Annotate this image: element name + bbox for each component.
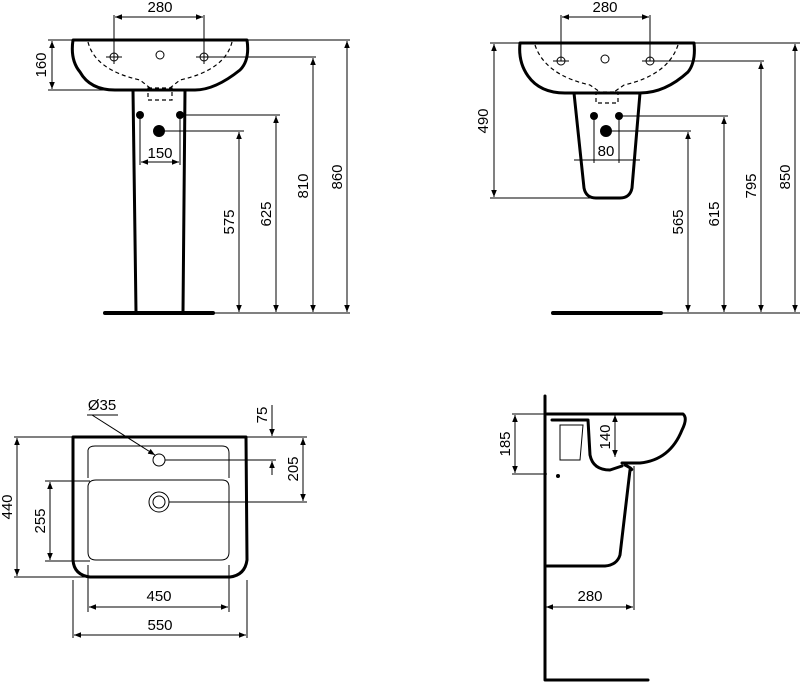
dim-bowl-depth: 255	[32, 508, 49, 533]
plan-view: Ø35 75 205 440 255 450 550	[0, 397, 307, 638]
dim-width: 550	[147, 617, 172, 634]
dim-tap-spacing: 280	[147, 0, 172, 16]
dim-overall-height: 185	[497, 431, 514, 456]
dim-waste-height-2: 565	[670, 209, 687, 234]
dim-tap-offset: 75	[254, 407, 271, 424]
dim-tap-hole: Ø35	[88, 397, 116, 414]
dim-supply-spacing-2: 80	[598, 143, 615, 160]
side-view: 185 140 280	[497, 394, 687, 682]
dim-tap-spacing-2: 280	[592, 0, 617, 16]
dim-tap-height-2: 795	[743, 173, 760, 198]
semi-pedestal-front-view: 280 80 490 565 615 795 850	[475, 0, 800, 315]
dim-basin-height: 160	[33, 52, 50, 77]
dim-rim-height-2: 850	[777, 164, 794, 189]
dim-supply-spacing: 150	[147, 145, 172, 162]
dim-depth: 440	[0, 494, 16, 519]
dim-waste-height: 575	[221, 209, 238, 234]
dim-projection: 280	[577, 588, 602, 605]
dim-waste-offset: 205	[285, 456, 302, 481]
dim-tap-height: 810	[295, 173, 312, 198]
dim-supply-height: 625	[258, 201, 275, 226]
dim-bowl-width: 450	[146, 588, 171, 605]
dim-rim-height: 860	[329, 164, 346, 189]
dim-bowl-height: 140	[597, 424, 614, 449]
dim-supply-height-2: 615	[706, 201, 723, 226]
dim-pedestal-drop: 490	[475, 108, 492, 133]
pedestal-front-view: 280 150 160 575 625 810 860	[33, 0, 350, 315]
